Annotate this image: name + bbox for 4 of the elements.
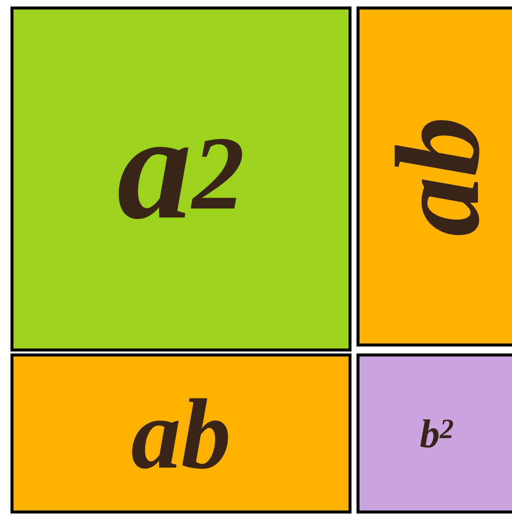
area-rectangle: a$^{2}$ (10, 6, 352, 352)
area-rectangle: ab (10, 354, 352, 514)
area-rectangle: b$^{2}$ (356, 354, 512, 514)
area-rectangle: ab (356, 6, 512, 346)
